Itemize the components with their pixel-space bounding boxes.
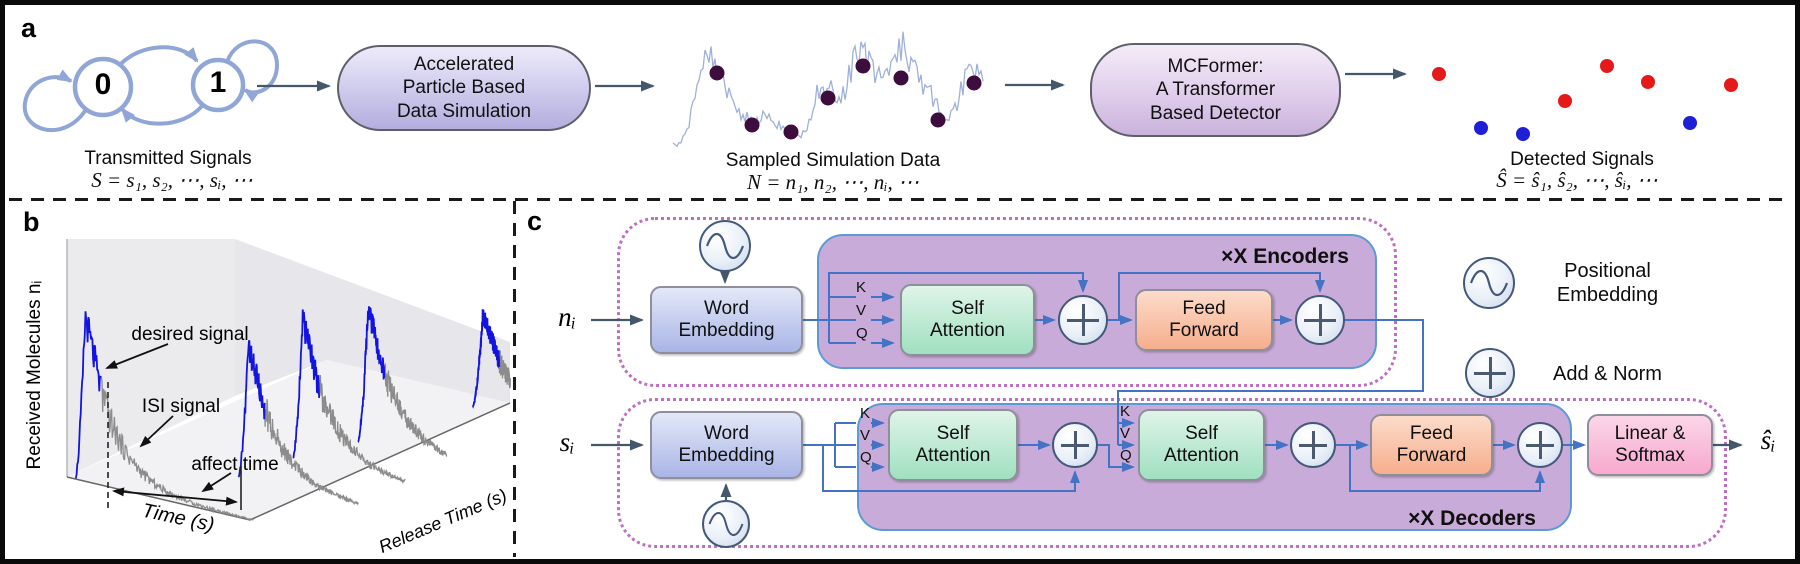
desired-signal-trace: [74, 311, 102, 479]
connector: [1118, 272, 1325, 320]
connector: [1349, 445, 1545, 492]
isi-signal-trace: [498, 350, 511, 389]
isi-signal-trace: [264, 399, 359, 506]
state-0-self-loop: [22, 69, 87, 132]
detected-dot-red: [1558, 94, 1572, 108]
connector: [828, 272, 1088, 320]
detected-dot-red: [1600, 59, 1614, 73]
sample-dot: [744, 117, 760, 133]
desired-signal-trace: [472, 309, 501, 409]
sample-dot: [855, 58, 871, 74]
state-0-circle: [72, 56, 134, 118]
affect-time-arrow: [201, 472, 232, 493]
detected-dot-blue: [1683, 116, 1697, 130]
connector-lines: [591, 270, 1743, 500]
figure-canvas: [22, 31, 1743, 521]
detected-dot-blue: [1516, 127, 1530, 141]
sample-dot: [820, 90, 836, 106]
sample-dot: [930, 112, 946, 128]
desired-signal-trace: [292, 309, 320, 459]
sample-dot: [966, 75, 982, 91]
detected-dot-red: [1432, 67, 1446, 81]
sample-dot: [709, 65, 725, 81]
sample-dot: [783, 124, 799, 140]
noisy-signal-polyline: [672, 31, 984, 148]
desired-signal-trace: [237, 339, 266, 478]
waterfall-plot: [66, 239, 511, 521]
state-1-circle: [190, 57, 246, 113]
transition-0-to-1-arc: [117, 45, 199, 68]
connector: [822, 445, 1080, 492]
desired-signal-arrow: [105, 343, 169, 369]
flow-arrows: [257, 68, 1407, 92]
affect-time-span-arrow: [112, 487, 238, 506]
connector: [1117, 319, 1424, 445]
detected-dot-blue: [1474, 121, 1488, 135]
state-machine: [22, 39, 280, 132]
detected-dot-red: [1724, 78, 1738, 92]
isi-signal-trace: [318, 374, 406, 484]
transition-1-to-0-arc: [120, 104, 204, 126]
detected-dots: [1432, 59, 1738, 141]
decoder-dotted-group: [617, 398, 1727, 548]
connector: [1098, 444, 1135, 472]
sample-dot: [893, 70, 909, 86]
desired-signal-trace: [357, 306, 386, 443]
sample-dots: [709, 58, 982, 140]
sampled-signal-trace: [672, 31, 984, 148]
encoder-dotted-group: [617, 217, 1397, 387]
state-1-self-loop: [225, 39, 280, 103]
detected-dot-red: [1641, 75, 1655, 89]
isi-signal-trace: [383, 363, 448, 457]
isi-signal-arrow: [139, 415, 174, 448]
